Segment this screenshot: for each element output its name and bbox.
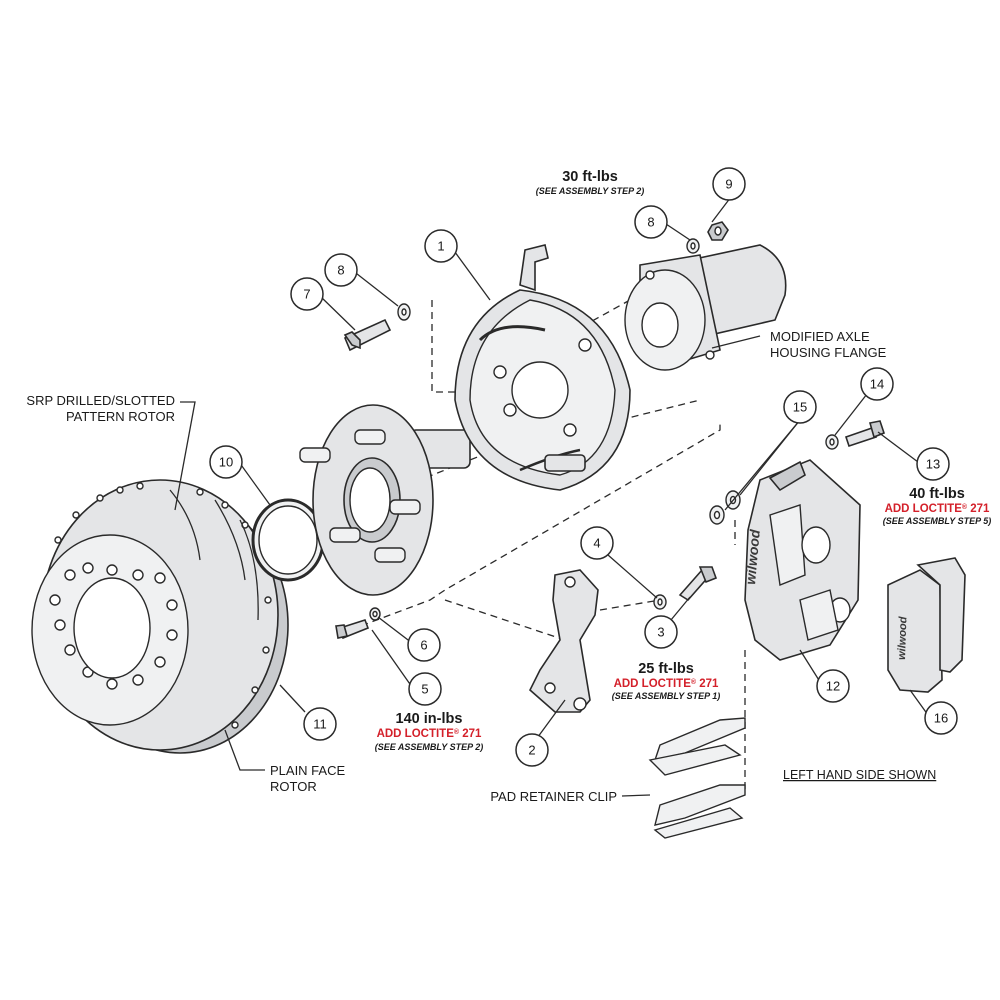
callout-8-top: 8 xyxy=(634,205,668,239)
svg-text:9: 9 xyxy=(725,177,732,192)
bolt-13 xyxy=(844,420,885,448)
label-pad-retainer-clip: PAD RETAINER CLIP xyxy=(490,789,617,804)
callout-11: 11 xyxy=(303,707,337,741)
label-plain-rotor: PLAIN FACE ROTOR xyxy=(270,763,345,794)
assembly-step-ref: (SEE ASSEMBLY STEP 2) xyxy=(375,742,484,752)
svg-text:14: 14 xyxy=(870,377,884,392)
label-srp-rotor: SRP DRILLED/SLOTTED PATTERN ROTOR xyxy=(26,393,175,424)
svg-text:MODIFIED AXLE: MODIFIED AXLE xyxy=(770,329,870,344)
assembly-step-ref: (SEE ASSEMBLY STEP 1) xyxy=(612,691,721,701)
axle-hub xyxy=(299,404,471,596)
label-left-hand-side: LEFT HAND SIDE SHOWN xyxy=(783,768,936,782)
loctite-note: ADD LOCTITE® 271 xyxy=(885,503,990,516)
pad-logo: wilwood xyxy=(896,616,910,660)
loctite-note: ADD LOCTITE® 271 xyxy=(377,728,482,741)
callout-9: 9 xyxy=(712,167,746,201)
callout-10: 10 xyxy=(209,445,243,479)
callout-14: 14 xyxy=(860,367,894,401)
caliper-logo: wilwood xyxy=(742,528,763,585)
o-ring xyxy=(251,498,325,582)
svg-text:4: 4 xyxy=(593,536,600,551)
callout-5: 5 xyxy=(408,672,442,706)
nut-9 xyxy=(707,221,729,241)
svg-text:10: 10 xyxy=(219,455,233,470)
callout-16: 16 xyxy=(924,701,958,735)
label-axle-flange: MODIFIED AXLE HOUSING FLANGE xyxy=(770,329,887,360)
washer-8-left xyxy=(397,303,411,321)
washer-14 xyxy=(825,434,839,450)
bolt-3 xyxy=(678,566,718,602)
callout-2: 2 xyxy=(515,733,549,767)
callout-15: 15 xyxy=(783,390,817,424)
torque-value: 40 ft-lbs xyxy=(909,486,965,502)
parking-brake-backing-plate xyxy=(454,244,631,491)
svg-text:ROTOR: ROTOR xyxy=(270,779,317,794)
svg-text:PATTERN ROTOR: PATTERN ROTOR xyxy=(66,409,175,424)
torque-value: 30 ft-lbs xyxy=(562,169,618,185)
washers-15 xyxy=(709,490,741,525)
brake-pads: wilwood xyxy=(887,557,966,693)
callout-3: 3 xyxy=(644,615,678,649)
washer-4 xyxy=(653,594,667,610)
svg-text:6: 6 xyxy=(420,638,427,653)
rotor-hat-holes xyxy=(49,562,178,690)
svg-text:SRP DRILLED/SLOTTED: SRP DRILLED/SLOTTED xyxy=(26,393,175,408)
loctite-note: ADD LOCTITE® 271 xyxy=(614,678,719,691)
pad-retainer-clips xyxy=(648,717,746,839)
svg-text:3: 3 xyxy=(657,625,664,640)
torque-note-25: 25 ft-lbs ADD LOCTITE® 271 (SEE ASSEMBLY… xyxy=(612,661,721,701)
svg-text:16: 16 xyxy=(934,711,948,726)
torque-value: 140 in-lbs xyxy=(396,711,463,727)
callout-13: 13 xyxy=(916,447,950,481)
assembly-step-ref: (SEE ASSEMBLY STEP 5) xyxy=(883,516,992,526)
assembly-step-ref: (SEE ASSEMBLY STEP 2) xyxy=(536,186,645,196)
bolt-5 xyxy=(335,619,370,640)
callout-4: 4 xyxy=(580,526,614,560)
svg-text:8: 8 xyxy=(337,263,344,278)
leader-lines xyxy=(174,184,929,797)
callout-7: 7 xyxy=(290,277,324,311)
axle-housing-flange xyxy=(624,244,787,371)
callout-6: 6 xyxy=(407,628,441,662)
callout-12: 12 xyxy=(816,669,850,703)
svg-text:1: 1 xyxy=(437,239,444,254)
torque-value: 25 ft-lbs xyxy=(638,661,694,677)
torque-note-30: 30 ft-lbs (SEE ASSEMBLY STEP 2) xyxy=(536,169,645,196)
callout-1: 1 xyxy=(424,229,458,263)
rotor-assembly xyxy=(31,479,289,754)
callout-8-left: 8 xyxy=(324,253,358,287)
washer-6 xyxy=(369,607,381,621)
torque-note-140: 140 in-lbs ADD LOCTITE® 271 (SEE ASSEMBL… xyxy=(375,711,484,752)
svg-text:13: 13 xyxy=(926,457,940,472)
svg-text:12: 12 xyxy=(826,679,840,694)
svg-text:HOUSING FLANGE: HOUSING FLANGE xyxy=(770,345,887,360)
svg-text:15: 15 xyxy=(793,400,807,415)
caliper: wilwood xyxy=(742,459,861,661)
bolt-7 xyxy=(343,318,392,352)
svg-text:7: 7 xyxy=(303,287,310,302)
svg-text:5: 5 xyxy=(421,682,428,697)
caliper-bracket xyxy=(529,569,599,713)
svg-text:PLAIN FACE: PLAIN FACE xyxy=(270,763,345,778)
svg-text:11: 11 xyxy=(313,717,327,732)
rotor-drill-holes xyxy=(54,482,272,729)
washer-8-top xyxy=(686,238,700,254)
torque-note-40: 40 ft-lbs ADD LOCTITE® 271 (SEE ASSEMBLY… xyxy=(883,486,992,526)
svg-text:8: 8 xyxy=(647,215,654,230)
svg-text:2: 2 xyxy=(528,743,535,758)
